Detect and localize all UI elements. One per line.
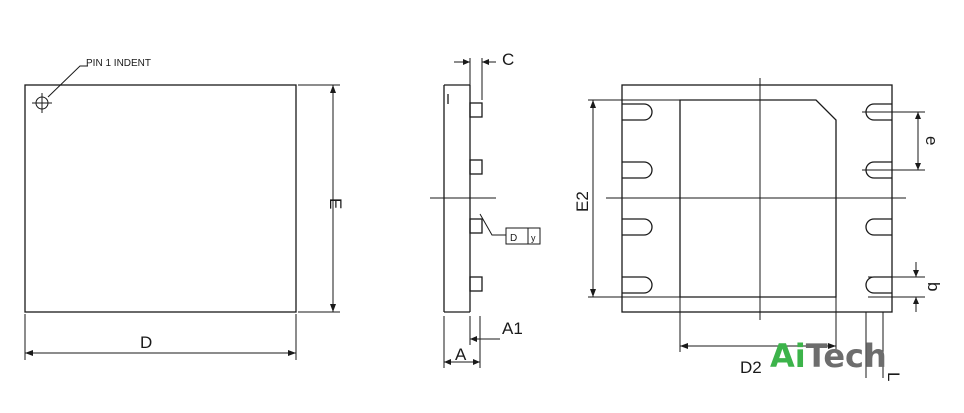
package-body-top xyxy=(24,84,297,313)
dimension-l-label: L xyxy=(884,372,903,381)
bottom-lead xyxy=(622,161,653,179)
left-leads xyxy=(622,103,653,294)
dimension-d-label: D xyxy=(140,333,152,352)
exposed-thermal-pad xyxy=(679,99,837,298)
dimension-e-label: E xyxy=(326,198,345,209)
flatness-frame xyxy=(505,227,541,245)
side-lead xyxy=(469,102,483,118)
bottom-lead xyxy=(865,276,892,294)
side-view: C D y A1 A xyxy=(430,50,541,368)
svg-text:AiTech: AiTech xyxy=(770,337,887,375)
top-view: PIN 1 INDENT D E xyxy=(24,58,345,360)
dimension-c-label: C xyxy=(502,50,514,69)
bottom-lead xyxy=(622,276,653,294)
watermark-part1: Ai xyxy=(770,337,806,375)
dimension-e2-label: E2 xyxy=(573,191,592,212)
dimension-a-label: A xyxy=(455,345,467,364)
bottom-view: e E2 b D2 L xyxy=(573,78,943,381)
aitech-watermark-logo: AiTech xyxy=(770,337,887,375)
pin1-label: PIN 1 INDENT xyxy=(86,58,151,69)
dimension-e-pitch-label: e xyxy=(922,136,941,145)
watermark-part2: Tech xyxy=(806,337,887,375)
side-lead xyxy=(469,159,483,175)
bottom-lead xyxy=(622,103,653,121)
dimension-d2-label: D2 xyxy=(740,358,762,377)
side-lead xyxy=(469,276,483,292)
dimension-a1-label: A1 xyxy=(502,319,523,338)
flatness-value: y xyxy=(531,233,536,243)
side-lead xyxy=(469,218,483,234)
bottom-lead xyxy=(865,218,892,236)
bottom-lead xyxy=(622,218,653,236)
flatness-leader xyxy=(479,213,506,236)
flatness-symbol: D xyxy=(510,233,517,244)
dimension-b-label: b xyxy=(924,282,943,291)
pin1-leader xyxy=(47,65,88,98)
